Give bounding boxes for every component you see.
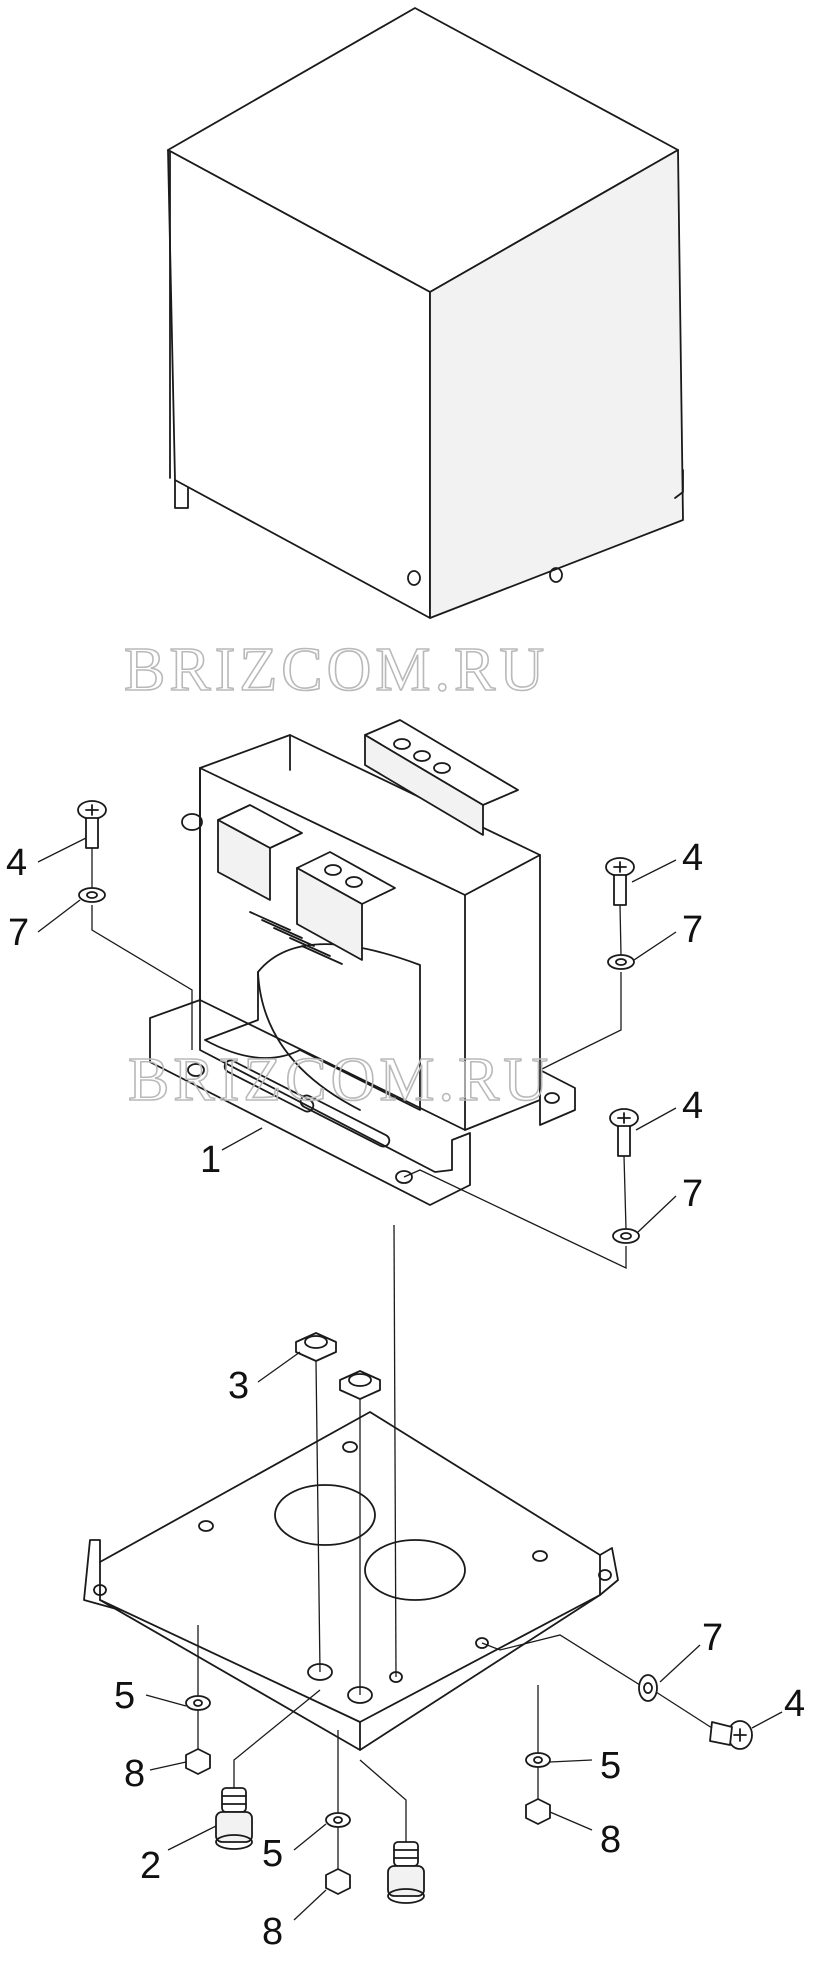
transformer-core (149, 719, 576, 1206)
transformer-cover (167, 7, 684, 619)
base-plate (83, 1411, 619, 1751)
callout-1: 1 (200, 1139, 221, 1181)
callout-7: 7 (702, 1617, 723, 1659)
callout-5: 5 (600, 1745, 621, 1787)
cable-gland-2 (215, 1787, 425, 1904)
watermark: BRIZCOM.RU (128, 1046, 552, 1114)
callout-4: 4 (784, 1683, 805, 1725)
assembly-lines (91, 848, 713, 1869)
screw-4-right-lower (609, 1108, 639, 1157)
callout-7: 7 (682, 909, 703, 951)
callout-leaders (37, 837, 783, 1921)
callout-3: 3 (228, 1365, 249, 1407)
callout-7: 7 (8, 912, 29, 954)
watermark: BRIZCOM.RU (124, 636, 548, 704)
callout-8: 8 (262, 1911, 283, 1953)
callout-5: 5 (114, 1675, 135, 1717)
callout-4: 4 (682, 1085, 703, 1127)
callout-7: 7 (682, 1173, 703, 1215)
callout-labels: 4 7 4 7 4 7 1 3 5 8 7 4 5 8 2 5 8 (6, 837, 805, 1953)
callout-4: 4 (682, 837, 703, 879)
callout-2: 2 (140, 1845, 161, 1887)
screw-4-left (77, 800, 107, 849)
screw-4-base (709, 1720, 753, 1750)
callout-8: 8 (124, 1753, 145, 1795)
callout-5: 5 (262, 1833, 283, 1875)
nut-8 (185, 1748, 551, 1895)
callout-4: 4 (6, 842, 27, 884)
screw-4-right-upper (605, 857, 635, 906)
callout-8: 8 (600, 1819, 621, 1861)
lock-nut-3 (295, 1332, 381, 1400)
